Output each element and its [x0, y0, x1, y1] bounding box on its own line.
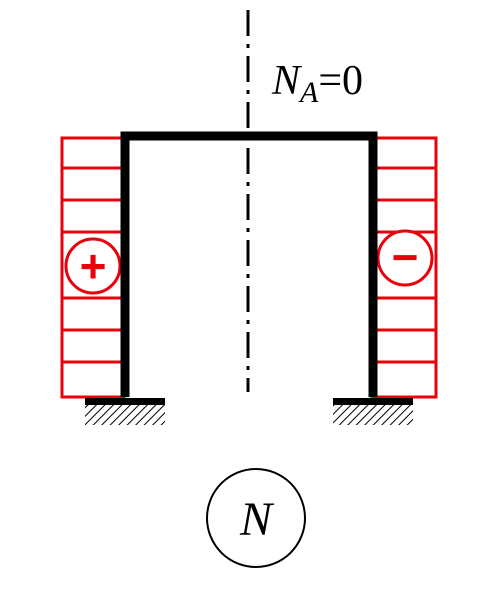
portal-frame [120, 131, 378, 397]
left-fixed-support [85, 398, 165, 425]
plus-sign-symbol: + [64, 237, 122, 295]
diagram-type-badge: N [206, 468, 306, 568]
minus-sign-label: − [392, 231, 419, 283]
right-fixed-support [333, 398, 413, 425]
axial-force-value: =0 [318, 58, 363, 104]
diagram-type-label: N [239, 493, 275, 546]
axial-force-subscript: A [298, 76, 319, 109]
axial-force-label: NA=0 [271, 58, 363, 109]
plus-sign-label: + [80, 240, 107, 292]
axial-force-symbol: N [271, 58, 302, 104]
minus-sign-symbol: − [376, 229, 434, 287]
